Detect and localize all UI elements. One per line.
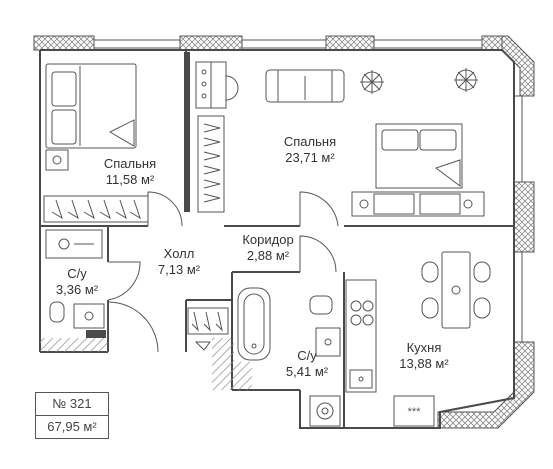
- washbasin-small: [73, 303, 105, 329]
- dresser: [351, 191, 485, 217]
- wardrobe-small: [43, 195, 149, 223]
- dining-table: [441, 251, 471, 329]
- wall-block-2: [40, 338, 108, 352]
- wall-block-3: [212, 338, 234, 390]
- lamp-1: [52, 155, 62, 165]
- room-name: Коридор: [242, 232, 294, 247]
- bathroom-fixtures: [237, 287, 341, 361]
- hob-1: [350, 300, 362, 312]
- wall-block-4: [232, 362, 252, 390]
- hangers-large: [203, 123, 221, 203]
- room-area: 23,71 м²: [285, 150, 335, 165]
- wardrobe-large: [197, 115, 225, 213]
- door-bed1: [147, 191, 183, 227]
- facade-top-mid2: [325, 35, 375, 51]
- pillow-2: [51, 109, 77, 145]
- sofa: [265, 69, 345, 103]
- hob-2: [362, 300, 374, 312]
- hall-wardrobe: [187, 307, 229, 335]
- pillow-4: [419, 129, 457, 151]
- room-name: Холл: [163, 246, 195, 261]
- room-label-kitchen: Кухня 13,88 м²: [384, 340, 464, 372]
- door-bed2: [299, 191, 339, 227]
- kitchen-sink: [349, 369, 373, 389]
- window-right-2: [513, 251, 523, 343]
- room-area: 5,41 м²: [285, 364, 329, 379]
- room-area: 3,36 м²: [55, 282, 99, 297]
- sink-small: [45, 229, 103, 259]
- washbasin-large: [315, 327, 341, 357]
- window-right-1: [513, 95, 523, 183]
- chair-k2: [421, 297, 439, 319]
- chair-k4: [473, 297, 491, 319]
- ventilation-mark: ***: [408, 406, 422, 418]
- apartment-total-area: 67,95 м²: [35, 415, 109, 439]
- room-label-bathroom-large: С/у 5,41 м²: [274, 348, 340, 380]
- room-label-hall: Холл 7,13 м²: [144, 246, 214, 278]
- room-name: Кухня: [406, 340, 442, 355]
- wall-block-5: [86, 330, 106, 338]
- bed-small: [45, 63, 137, 149]
- entry-hook: [194, 341, 211, 351]
- hob-3: [350, 314, 362, 326]
- doors: [107, 191, 339, 353]
- nightstand: [45, 149, 69, 171]
- wall-block-1: [184, 52, 190, 212]
- room-area: 11,58 м²: [105, 172, 155, 187]
- window-top-1: [93, 39, 181, 49]
- bed-large: [375, 123, 463, 189]
- chair-k3: [473, 261, 491, 283]
- exterior-walls: [33, 35, 535, 429]
- chair: [225, 75, 239, 101]
- hob-4: [362, 314, 374, 326]
- kitchen-counter: [345, 279, 377, 393]
- room-area: 2,88 м²: [246, 248, 290, 263]
- chair-k1: [421, 261, 439, 283]
- room-name: С/у: [67, 266, 87, 281]
- kitchen-furniture: [309, 251, 491, 427]
- blanket-fold-2: [434, 159, 461, 187]
- room-area: 7,13 м²: [157, 262, 201, 277]
- room-name: С/у: [297, 348, 317, 363]
- bathtub: [237, 287, 271, 361]
- room-area: 13,88 м²: [399, 356, 449, 371]
- apartment-number: № 321: [35, 392, 109, 416]
- door-wc1: [107, 261, 141, 301]
- hangers-small: [51, 199, 141, 220]
- plant-2: [454, 68, 478, 92]
- room-name: Спальня: [103, 156, 157, 171]
- toilet-small: [49, 301, 65, 323]
- pillow-1: [51, 71, 77, 107]
- plant-1: [360, 70, 384, 94]
- room-label-corridor: Коридор 2,88 м²: [230, 232, 306, 264]
- blanket-fold: [79, 66, 135, 147]
- room-label-bedroom-large: Спальня 23,71 м²: [272, 134, 348, 166]
- outer-wall: [40, 49, 515, 429]
- corridor-storage: [187, 307, 229, 351]
- toilet-large: [309, 295, 333, 315]
- room-label-bathroom-small: С/у 3,36 м²: [46, 266, 108, 298]
- facade-right-mid: [513, 181, 535, 253]
- facade-right-corner: [501, 35, 535, 97]
- facade-top-mid: [179, 35, 243, 51]
- wc-small-fixtures: [45, 229, 105, 329]
- vent-box: [393, 395, 435, 427]
- bedroom-small-furniture: [43, 63, 149, 223]
- window-top-2: [241, 39, 327, 49]
- pillow-3: [381, 129, 419, 151]
- window-top-3: [373, 39, 483, 49]
- door-corridor: [299, 235, 337, 273]
- facade-top-left: [33, 35, 95, 51]
- boiler: [309, 395, 341, 427]
- bedroom-large-furniture: [195, 61, 485, 217]
- door-entry: [107, 301, 159, 353]
- room-name: Спальня: [283, 134, 337, 149]
- room-label-bedroom-small: Спальня 11,58 м²: [92, 156, 168, 188]
- facade-top-right: [481, 35, 503, 51]
- wall-blocks: [40, 52, 252, 390]
